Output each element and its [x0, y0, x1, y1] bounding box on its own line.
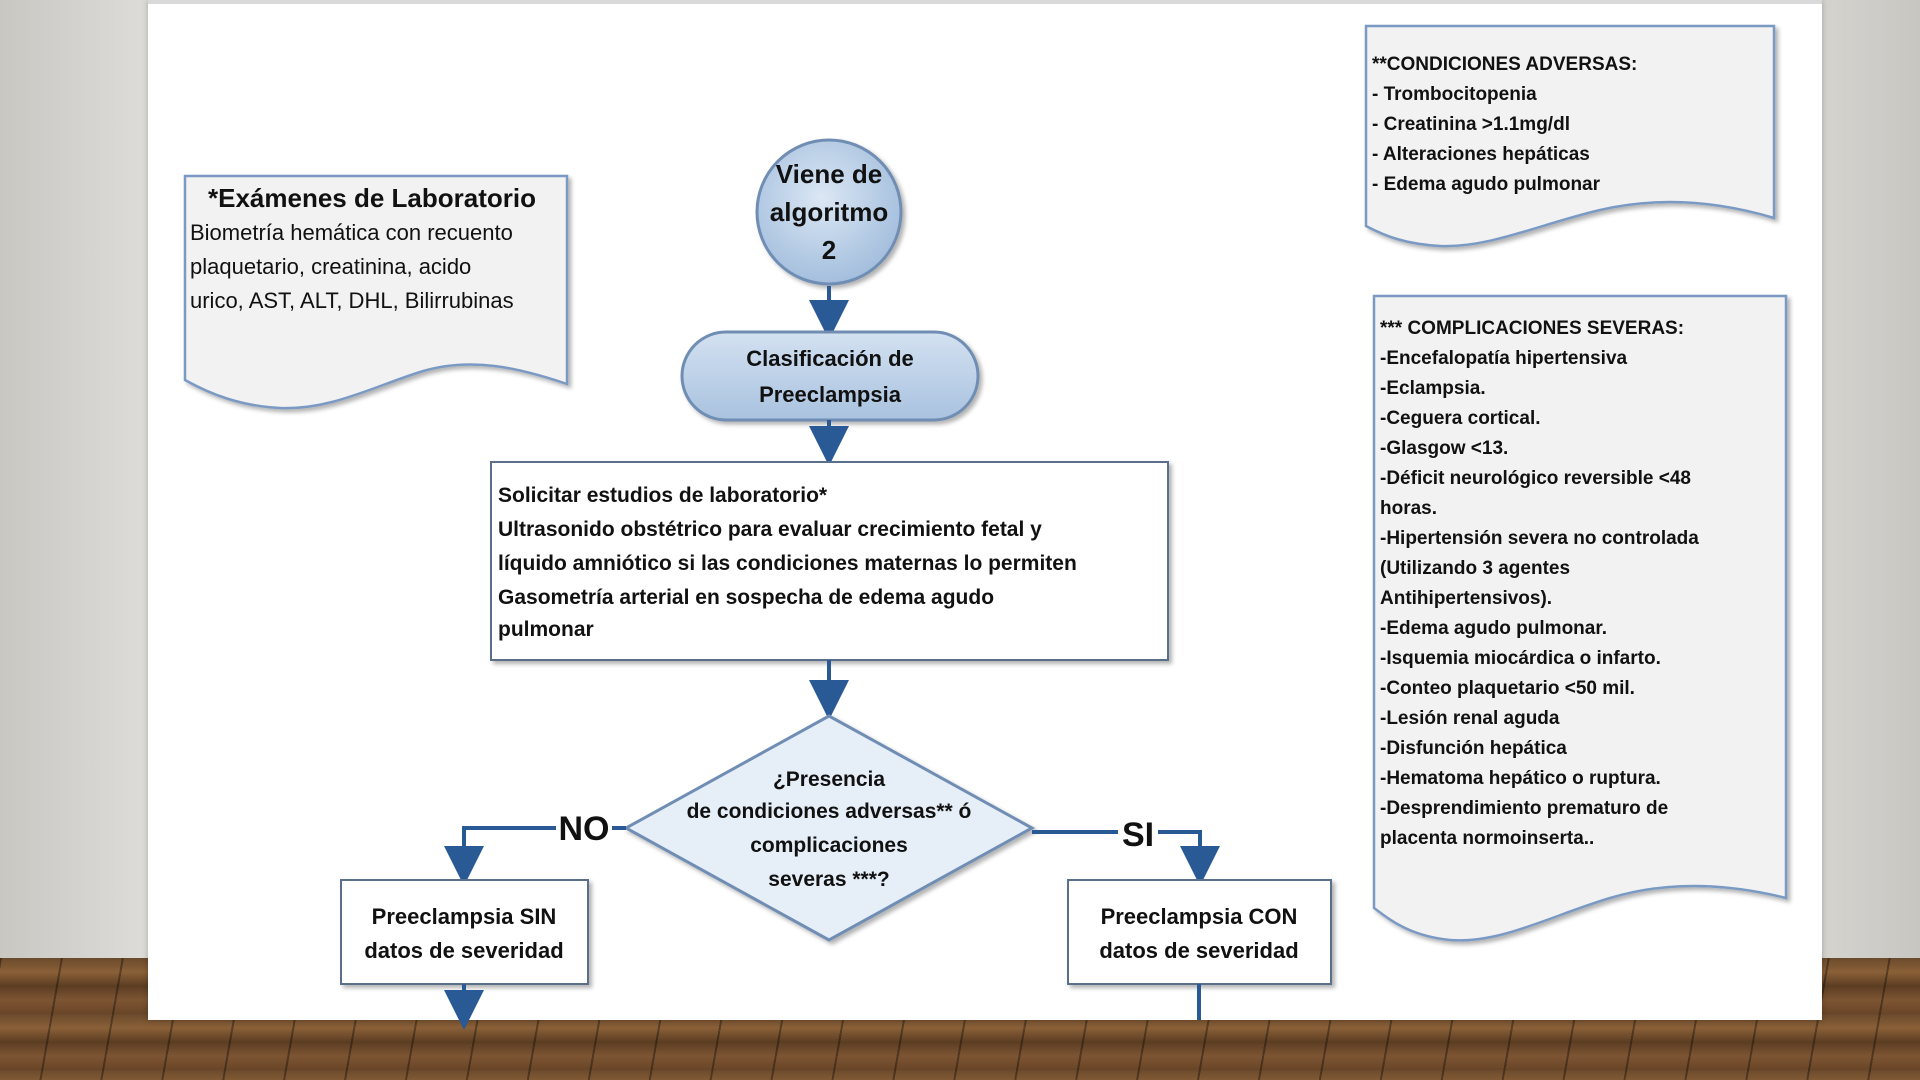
result-with-line: datos de severidad [1099, 938, 1298, 963]
severe-complications-item: placenta normoinserta.. [1380, 828, 1594, 849]
studies-box: Solicitar estudios de laboratorio* Ultra… [490, 461, 1169, 661]
slide-top-edge [148, 0, 1822, 4]
start-node: Viene de algoritmo 2 [755, 138, 903, 286]
adverse-conditions-title: **CONDICIONES ADVERSAS: [1372, 54, 1637, 75]
severe-complications-item: -Glasgow <13. [1380, 438, 1508, 459]
classification-line: Clasificación de [746, 346, 914, 371]
decision-line: de condiciones adversas** ó [687, 800, 972, 823]
severe-complications-note: *** COMPLICACIONES SEVERAS: -Encefalopat… [1372, 294, 1788, 942]
lab-exams-line: Biometría hemática con recuento [190, 220, 513, 245]
si-branch: SI [1032, 816, 1220, 886]
studies-line: Solicitar estudios de laboratorio* [498, 484, 828, 507]
severe-complications-item: (Utilizando 3 agentes [1380, 558, 1570, 579]
severe-complications-item: horas. [1380, 498, 1437, 519]
lab-exams-line: plaquetario, creatinina, acido [190, 254, 471, 279]
lab-exams-note: *Exámenes de Laboratorio Biometría hemát… [183, 174, 569, 410]
start-node-line: 2 [822, 235, 836, 265]
lab-exams-line: urico, AST, ALT, DHL, Bilirrubinas [190, 288, 514, 313]
severe-complications-item: -Hipertensión severa no controlada [1380, 528, 1699, 549]
result-with-severity: Preeclampsia CON datos de severidad [1067, 879, 1332, 985]
severe-complications-item: Antihipertensivos). [1380, 588, 1552, 609]
classification-line: Preeclampsia [759, 382, 902, 407]
severe-complications-item: -Ceguera cortical. [1380, 408, 1541, 429]
result-with-line: Preeclampsia CON [1101, 904, 1298, 929]
severe-complications-item: -Conteo plaquetario <50 mil. [1380, 678, 1635, 699]
no-branch: NO [444, 810, 626, 886]
si-label: SI [1122, 816, 1154, 854]
start-node-line: algoritmo [770, 197, 888, 227]
decision-line: ¿Presencia [773, 768, 885, 791]
severe-complications-title: *** COMPLICACIONES SEVERAS: [1380, 318, 1684, 339]
studies-line: pulmonar [498, 618, 594, 641]
result-without-line: Preeclampsia SIN [372, 904, 557, 929]
result-without-severity: Preeclampsia SIN datos de severidad [340, 879, 589, 985]
severe-complications-item: -Lesión renal aguda [1380, 708, 1560, 729]
adverse-conditions-note: **CONDICIONES ADVERSAS: - Trombocitopeni… [1364, 24, 1776, 248]
adverse-conditions-item: - Alteraciones hepáticas [1372, 144, 1590, 165]
severe-complications-item: -Edema agudo pulmonar. [1380, 618, 1607, 639]
studies-line: Gasometría arterial en sospecha de edema… [498, 586, 994, 609]
adverse-conditions-item: - Trombocitopenia [1372, 84, 1537, 105]
adverse-conditions-item: - Creatinina >1.1mg/dl [1372, 114, 1570, 135]
decision-node: ¿Presencia de condiciones adversas** ó c… [622, 714, 1036, 942]
decision-line: severas ***? [768, 868, 889, 891]
classification-node: Clasificación de Preeclampsia [680, 330, 980, 422]
severe-complications-item: -Encefalopatía hipertensiva [1380, 348, 1628, 369]
start-node-line: Viene de [776, 159, 882, 189]
severe-complications-list: -Encefalopatía hipertensiva -Eclampsia. -C… [1380, 348, 1699, 849]
lab-exams-title: *Exámenes de Laboratorio [208, 183, 536, 213]
no-label: NO [559, 810, 610, 848]
studies-line: líquido amniótico si las condiciones mat… [498, 552, 1077, 575]
severe-complications-item: -Desprendimiento prematuro de [1380, 798, 1668, 819]
studies-line: Ultrasonido obstétrico para evaluar crec… [498, 518, 1042, 541]
severe-complications-item: -Déficit neurológico reversible <48 [1380, 468, 1691, 489]
severe-complications-item: -Eclampsia. [1380, 378, 1486, 399]
severe-complications-item: -Hematoma hepático o ruptura. [1380, 768, 1661, 789]
decision-line: complicaciones [750, 834, 908, 857]
arrow [444, 826, 556, 886]
result-without-line: datos de severidad [364, 938, 563, 963]
arrow [1158, 830, 1220, 886]
adverse-conditions-item: - Edema agudo pulmonar [1372, 174, 1601, 195]
severe-complications-item: -Isquemia miocárdica o infarto. [1380, 648, 1661, 669]
severe-complications-item: -Disfunción hepática [1380, 738, 1567, 759]
